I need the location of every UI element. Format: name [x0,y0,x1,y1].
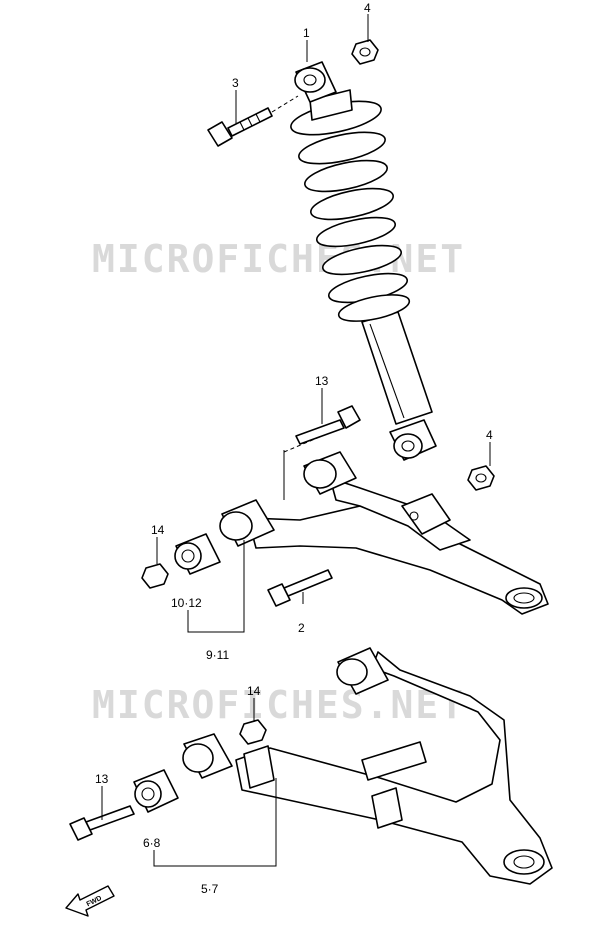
lower-suspension-arm [182,647,553,885]
shock-absorber [290,89,437,461]
fwd-arrow-icon: FWD [65,885,115,917]
callout-9-11: 9·11 [206,648,229,662]
part-14-nut-mid [141,563,169,589]
bolt-axis-line [271,95,299,113]
callout-5-7: 5·7 [201,882,219,896]
watermark-top: MICROFICHES.NET [92,237,465,281]
callout-14-mid: 14 [151,523,165,537]
callout-13-mid: 13 [315,374,329,388]
part-3-bolt [207,107,273,147]
part-13-bolt-low [69,805,135,841]
callout-14-low: 14 [247,684,261,698]
part-4-nut-mid [467,465,495,491]
part-13-bolt-mid [295,405,361,445]
part-4-nut-top [351,39,379,65]
part-1-bushing [294,61,337,103]
callout-4-mid: 4 [486,428,493,442]
part-10-12-bushing [174,533,221,575]
part-2-bolt [267,569,333,607]
upper-suspension-arm [219,451,549,615]
part-6-8-bushing [133,769,179,813]
callout-3: 3 [232,76,239,90]
callout-6-8: 6·8 [143,836,161,850]
watermark-bottom: MICROFICHES.NET [92,683,465,727]
callout-2: 2 [298,621,305,635]
callout-10-12: 10·12 [171,596,202,610]
callout-4-top: 4 [364,1,371,15]
callout-13-low: 13 [95,772,109,786]
leader-lines [101,14,491,867]
part-14-nut-low [239,719,267,745]
callout-1: 1 [303,26,310,40]
